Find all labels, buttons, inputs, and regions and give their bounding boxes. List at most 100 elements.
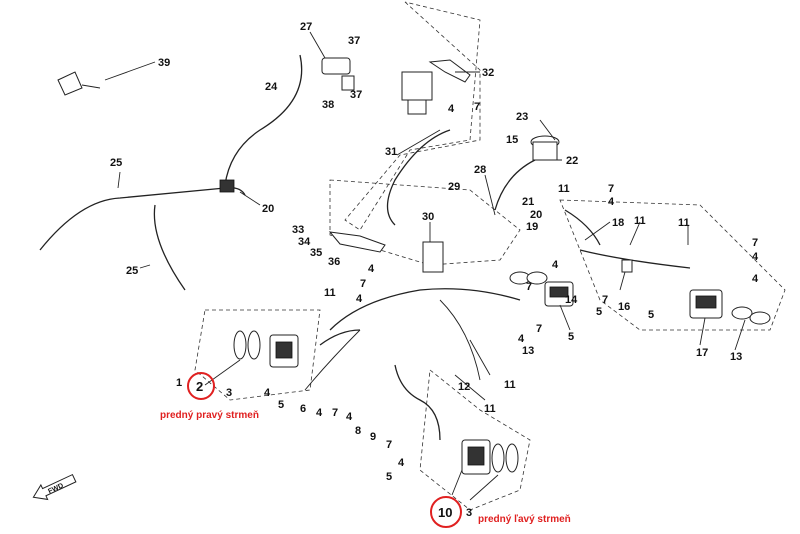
hose-24 xyxy=(224,54,303,186)
part-30 xyxy=(422,241,444,273)
label-5-fr: 5 xyxy=(278,399,284,411)
label-24: 24 xyxy=(265,81,278,93)
label-7-fl: 7 xyxy=(386,439,392,451)
label-15: 15 xyxy=(506,134,518,146)
label-22: 22 xyxy=(566,155,578,167)
label-3-left: 3 xyxy=(466,507,472,519)
fwd-arrow: FWD xyxy=(32,473,77,501)
label-4-mid2: 4 xyxy=(356,293,363,305)
master-cylinder-outline xyxy=(344,1,481,231)
hose-down xyxy=(153,204,186,291)
label-5-rear2: 5 xyxy=(568,331,574,343)
label-37-top: 37 xyxy=(348,35,360,47)
label-8: 8 xyxy=(355,425,361,437)
label-4-far2: 4 xyxy=(752,273,759,285)
label-11-f: 11 xyxy=(484,403,496,415)
label-7-rear3: 7 xyxy=(536,323,542,335)
pad-rear-4 xyxy=(749,311,771,325)
label-4-right1: 4 xyxy=(608,196,615,208)
label-7-mid1: 7 xyxy=(360,278,366,290)
label-25-top: 25 xyxy=(110,157,122,169)
pad-front-right-1 xyxy=(233,330,247,360)
label-4-mid1: 4 xyxy=(368,263,375,275)
label-11-b: 11 xyxy=(504,379,516,391)
label-16: 16 xyxy=(618,301,630,313)
label-13-a: 13 xyxy=(522,345,534,357)
label-4-fr2: 4 xyxy=(316,407,323,419)
label-7-top: 7 xyxy=(474,101,480,113)
label-20-right: 20 xyxy=(530,209,542,221)
front-right-caliper-outline xyxy=(194,309,321,401)
hose-long xyxy=(39,187,246,251)
leader-lines xyxy=(104,31,746,501)
hose-front-right xyxy=(319,329,361,346)
hose-front-left xyxy=(394,364,441,441)
annotation-front-right: predný pravý strmeň xyxy=(160,410,259,421)
label-4-far1: 4 xyxy=(752,251,759,263)
pad-rear-2 xyxy=(526,271,548,285)
label-23: 23 xyxy=(516,111,528,123)
label-13-b: 13 xyxy=(730,351,742,363)
label-25-bottom: 25 xyxy=(126,265,138,277)
label-36: 36 xyxy=(328,256,340,268)
label-4-rear1: 4 xyxy=(552,259,559,271)
circle-front-left xyxy=(430,496,462,528)
hose-28 xyxy=(494,159,536,211)
label-5-right: 5 xyxy=(648,309,654,321)
label-18: 18 xyxy=(612,217,624,229)
label-35: 35 xyxy=(310,247,322,259)
label-27: 27 xyxy=(300,21,312,33)
pad-rear-3 xyxy=(731,306,753,320)
label-9: 9 xyxy=(370,431,376,443)
label-10-highlighted: 10 xyxy=(438,505,452,520)
label-2-highlighted: 2 xyxy=(196,379,203,394)
label-33: 33 xyxy=(292,224,304,236)
label-20-left: 20 xyxy=(262,203,274,215)
label-7-right1: 7 xyxy=(608,183,614,195)
pad-front-right-2 xyxy=(247,330,261,360)
label-30: 30 xyxy=(422,211,434,223)
annotation-front-left: predný ľavý strmeň xyxy=(478,514,571,525)
rear-master-outline xyxy=(329,179,521,266)
label-7-rear2: 7 xyxy=(602,294,608,306)
highlighted-calipers: 2 predný pravý strmeň 10 predný ľavý str… xyxy=(160,372,571,528)
front-left-caliper-outline xyxy=(419,369,531,511)
label-4-rear2: 4 xyxy=(518,333,525,345)
assembly-outlines xyxy=(194,1,786,511)
label-21: 21 xyxy=(522,196,534,208)
hose-rear xyxy=(579,249,691,269)
fwd-arrow-icon xyxy=(32,473,77,501)
line-12 xyxy=(439,299,481,381)
pad-front-left-1 xyxy=(491,443,505,473)
label-4-fl1: 4 xyxy=(346,411,353,423)
brake-hoses xyxy=(39,54,691,441)
label-4-fr1: 4 xyxy=(264,387,271,399)
label-11-c: 11 xyxy=(558,183,570,195)
label-4-top: 4 xyxy=(448,103,455,115)
part-39 xyxy=(57,71,83,96)
label-7-far: 7 xyxy=(752,237,758,249)
rear-brake-outline xyxy=(559,199,786,331)
circle-front-right xyxy=(187,372,215,400)
label-5-fl: 5 xyxy=(386,471,392,483)
label-4-fl2: 4 xyxy=(398,457,405,469)
label-34: 34 xyxy=(298,236,311,248)
part-labels: 39 27 37 37 38 24 32 4 7 31 23 15 22 25 … xyxy=(110,21,759,519)
fwd-label: FWD xyxy=(47,482,64,495)
label-39: 39 xyxy=(158,57,170,69)
label-29: 29 xyxy=(448,181,460,193)
label-17: 17 xyxy=(696,347,708,359)
label-11-e: 11 xyxy=(678,217,690,229)
label-11-d: 11 xyxy=(634,215,646,227)
label-31: 31 xyxy=(385,146,397,158)
part-27 xyxy=(321,57,351,75)
part-33 xyxy=(328,231,386,253)
parts xyxy=(57,57,771,475)
part-20 xyxy=(219,179,235,193)
part-16 xyxy=(621,259,633,273)
hose-31 xyxy=(386,129,451,226)
label-1: 1 xyxy=(176,377,182,389)
label-37-bottom: 37 xyxy=(350,89,362,101)
label-6: 6 xyxy=(300,403,306,415)
